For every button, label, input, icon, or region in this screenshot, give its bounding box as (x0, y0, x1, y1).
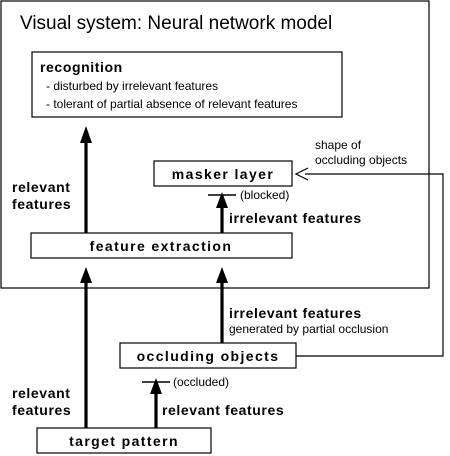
relevant-features-upper-line-2: features (12, 196, 72, 212)
generated-by-occlusion-label: generated by partial occlusion (229, 322, 389, 336)
relevant-features-upper-line-1: relevant (12, 179, 71, 195)
visual-system-frame (0, 0, 430, 289)
irrelevant-features-upper: irrelevant features (229, 210, 362, 226)
feature-extraction-box (30, 232, 293, 259)
relevant-features-right: relevant features (162, 402, 285, 418)
target-pattern-box (36, 427, 212, 454)
recognition-heading: recognition (40, 59, 123, 75)
recognition-box (31, 51, 343, 118)
relevant-features-lower-line-1: relevant (12, 385, 71, 401)
target-to-feature-arrow (80, 267, 92, 428)
shape-feedback-arrow (294, 167, 444, 357)
occluding-objects-box (119, 342, 297, 369)
masker-layer-label: masker layer (171, 166, 275, 182)
feature-extraction-label: feature extraction (89, 238, 233, 254)
recognition-line-2: - tolerant of partial absence of relevan… (46, 97, 298, 111)
target-pattern-label: target pattern (69, 433, 179, 449)
recognition-line-1: - disturbed by irrelevant features (46, 79, 219, 93)
relevant-to-recognition-arrow (80, 126, 92, 233)
target-to-occluding-arrow (150, 378, 162, 428)
occluding-objects-label: occluding objects (136, 348, 280, 364)
relevant-features-lower-line-2: features (12, 402, 72, 418)
shape-of-label-line-1: shape of (315, 138, 362, 152)
blocked-label: (blocked) (240, 188, 290, 202)
occluded-label: (occluded) (173, 375, 230, 389)
irrelevant-to-masker-arrow (216, 192, 228, 233)
shape-of-label-line-2: occluding objects (315, 153, 408, 167)
irrelevant-features-lower: irrelevant features (229, 305, 362, 321)
masker-layer-box (153, 160, 293, 187)
occluding-to-feature-arrow (216, 267, 228, 343)
diagram-title: Visual system: Neural network model (20, 13, 333, 34)
